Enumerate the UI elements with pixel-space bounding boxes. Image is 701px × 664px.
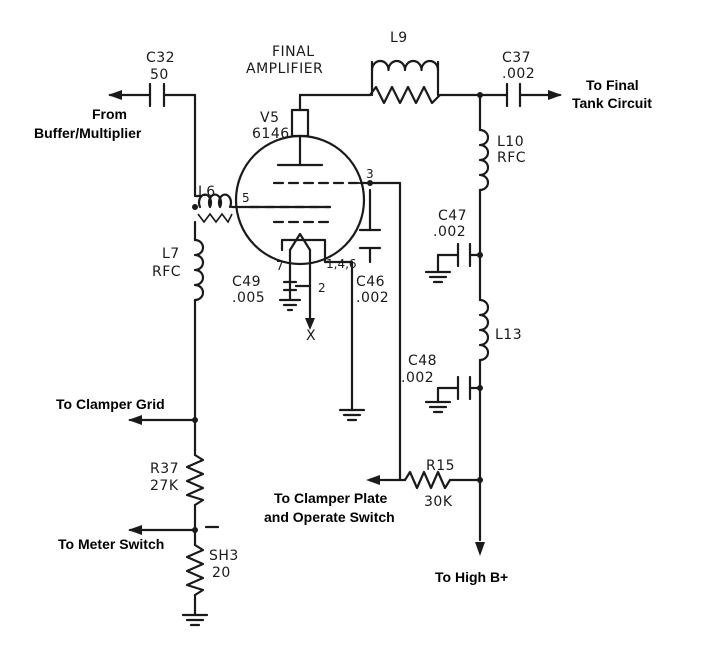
sh3-value: 20	[212, 565, 231, 581]
pin-x: X	[306, 328, 316, 344]
to-clamper-plate-line1: To Clamper Plate	[274, 490, 388, 506]
pin-3: 3	[366, 167, 374, 181]
sh3-ref: SH3	[209, 548, 239, 564]
r15-ref: R15	[426, 458, 455, 474]
capacitor-c46-symbol	[358, 228, 382, 250]
l13-ref: L13	[495, 327, 522, 343]
capacitor-c37-symbol	[505, 82, 522, 108]
ground-c49	[278, 298, 302, 312]
l7-value: RFC	[152, 264, 181, 280]
c49-ref: C49	[232, 274, 261, 290]
c48-ref: C48	[408, 353, 437, 369]
component-labels: C32 50 FINAL AMPLIFIER L9 C37 .002 V5 61…	[146, 30, 535, 581]
pin-7: 7	[276, 259, 284, 273]
l6-ref: L6	[198, 184, 216, 200]
to-high-b: To High B+	[435, 569, 508, 585]
inductor-l6-symbol	[197, 193, 233, 224]
to-clamper-grid: To Clamper Grid	[56, 396, 165, 412]
stage-title-line2: AMPLIFIER	[246, 61, 323, 77]
v5-ref: V5	[260, 110, 279, 126]
ground-c47	[424, 270, 452, 284]
stage-title-line1: FINAL	[272, 44, 315, 60]
capacitor-c49-symbol	[282, 280, 312, 292]
r15-value: 30K	[424, 494, 453, 510]
from-buffer-line1: From	[92, 106, 127, 122]
l10-value: RFC	[497, 150, 526, 166]
resistor-sh3-symbol	[185, 543, 205, 597]
r37-ref: R37	[150, 461, 179, 477]
c46-ref: C46	[356, 274, 385, 290]
c32-value: 50	[150, 67, 169, 83]
capacitor-c47-symbol	[456, 242, 472, 268]
inductor-l13-symbol	[478, 298, 490, 362]
resistor-l9-parallel-symbol	[368, 85, 442, 105]
inductor-l9-symbol	[370, 59, 440, 72]
junctions	[192, 92, 483, 533]
c37-ref: C37	[502, 50, 531, 66]
pin-146: 1,4,6	[326, 257, 357, 271]
c32-ref: C32	[146, 50, 175, 66]
l9-ref: L9	[390, 30, 408, 46]
to-clamper-plate-line2: and Operate Switch	[264, 509, 395, 525]
resistor-r15-symbol	[403, 470, 452, 490]
inductor-l7-symbol	[193, 238, 205, 302]
arrows	[108, 90, 562, 556]
vacuum-tube-v5-symbol	[234, 108, 366, 266]
l10-ref: L10	[497, 134, 524, 150]
c49-value: .005	[232, 290, 265, 306]
resistor-r37-symbol	[185, 453, 205, 507]
pin-2: 2	[318, 281, 326, 295]
capacitor-c48-symbol	[456, 375, 472, 401]
r37-value: 27K	[150, 478, 179, 494]
c37-value: .002	[502, 66, 535, 82]
to-final-tank-line2: Tank Circuit	[572, 95, 652, 111]
c47-ref: C47	[438, 208, 467, 224]
connection-labels: From Buffer/Multiplier To Final Tank Cir…	[34, 77, 652, 585]
to-final-tank-line1: To Final	[586, 77, 639, 93]
l7-ref: L7	[162, 246, 180, 262]
c48-value: .002	[401, 370, 434, 386]
capacitor-c32-symbol	[148, 82, 166, 108]
c47-value: .002	[433, 224, 466, 240]
v5-value: 6146	[252, 126, 290, 142]
ground-sh3	[181, 613, 209, 627]
to-meter-switch: To Meter Switch	[58, 536, 164, 552]
c46-value: .002	[356, 290, 389, 306]
ground-cathode	[338, 408, 366, 422]
pin-5: 5	[242, 191, 250, 205]
ground-c48	[424, 400, 452, 414]
from-buffer-line2: Buffer/Multiplier	[34, 125, 142, 141]
inductor-l10-symbol	[478, 128, 490, 192]
wiring	[108, 68, 562, 617]
